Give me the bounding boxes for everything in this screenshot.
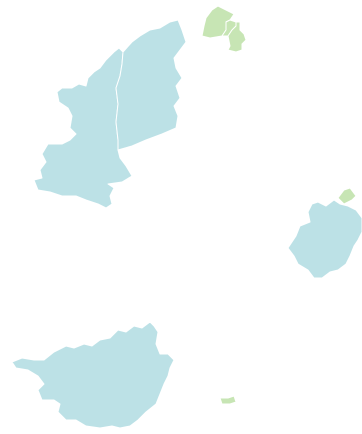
- island-north-west-west-part[interactable]: [33, 47, 133, 209]
- island-east-main[interactable]: [287, 199, 362, 279]
- island-north-west-east-part[interactable]: [115, 19, 187, 151]
- north-cluster-east[interactable]: [227, 21, 247, 53]
- island-south-west-main[interactable]: [11, 321, 175, 429]
- island-east-islet[interactable]: [337, 187, 357, 205]
- island-south-islet-main[interactable]: [219, 395, 237, 405]
- island-east[interactable]: [287, 187, 362, 279]
- island-north-west[interactable]: [33, 19, 187, 209]
- island-north-small-cluster[interactable]: [201, 5, 247, 53]
- island-south-islet[interactable]: [219, 395, 237, 405]
- island-south-west[interactable]: [11, 321, 175, 429]
